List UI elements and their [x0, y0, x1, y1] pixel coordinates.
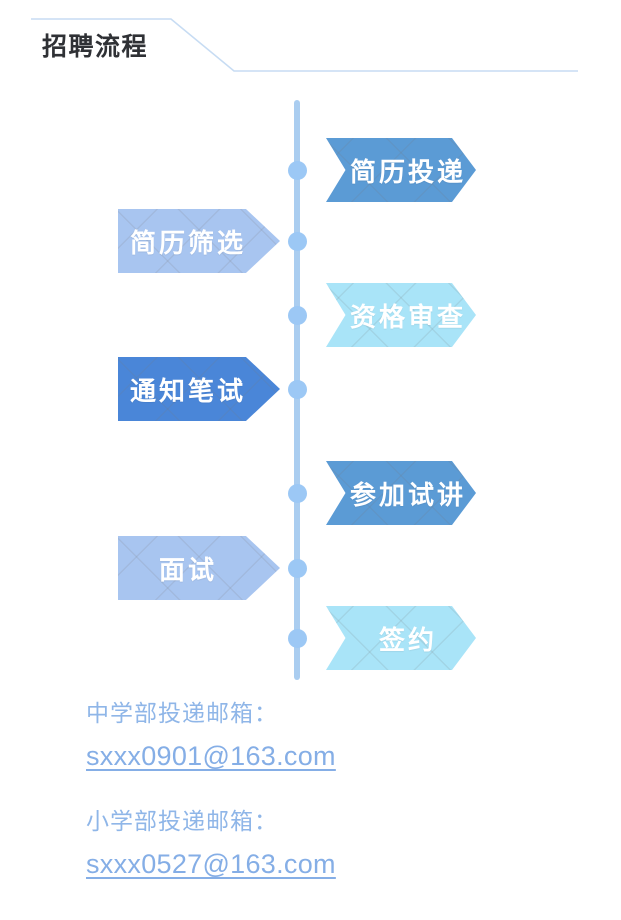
- flow-step-6[interactable]: 面试: [118, 536, 280, 600]
- flow-step-diamond-texture: [118, 357, 280, 421]
- flow-step-arrow-fill: [326, 461, 476, 525]
- flow-step-label: 面试: [158, 554, 217, 585]
- contact-section: 中学部投递邮箱： sxxx0901@163.com 小学部投递邮箱： sxxx0527…: [0, 692, 621, 908]
- page-title: 招聘流程: [42, 33, 149, 61]
- flow-step-4[interactable]: 通知笔试: [118, 357, 280, 421]
- flow-step-label: 简历投递: [349, 156, 466, 187]
- timeline-dot: [287, 483, 307, 503]
- flow-step-5[interactable]: 参加试讲: [326, 461, 476, 525]
- timeline-dot: [287, 160, 307, 180]
- flow-step-label: 参加试讲: [349, 479, 466, 510]
- flow-step-arrow-fill: [326, 606, 476, 670]
- flow-step-arrow-shape: [326, 138, 476, 202]
- flow-step-arrow-shape: [326, 283, 476, 347]
- flow-step-diamond-texture: [326, 606, 476, 670]
- flow-step-arrow-fill: [326, 283, 476, 347]
- flow-step-label: 简历筛选: [129, 227, 246, 258]
- timeline-dot: [287, 231, 307, 251]
- process-timeline: [287, 100, 307, 680]
- timeline-dot: [287, 558, 307, 578]
- flow-step-label: 签约: [378, 624, 437, 655]
- contact-block: 中学部投递邮箱： sxxx0901@163.com: [0, 692, 621, 778]
- timeline-dot: [287, 305, 307, 325]
- flow-step-arrow-shape: [326, 606, 476, 670]
- timeline-dot: [287, 628, 307, 648]
- contact-label: 小学部投递邮箱：: [86, 808, 278, 834]
- flow-step-arrow-fill: [118, 536, 280, 600]
- flow-step-diamond-texture: [118, 536, 280, 600]
- flow-step-arrow-shape: [326, 461, 476, 525]
- flow-step-arrow-shape: [118, 209, 280, 273]
- flow-step-arrow-fill: [118, 357, 280, 421]
- flow-step-arrow-fill: [326, 138, 476, 202]
- contact-email-link[interactable]: sxxx0527@163.com: [86, 849, 336, 879]
- contact-label: 中学部投递邮箱：: [86, 700, 278, 726]
- flow-step-2[interactable]: 简历筛选: [118, 209, 280, 273]
- flow-step-arrow-fill: [118, 209, 280, 273]
- timeline-dot: [287, 379, 307, 399]
- contact-block: 小学部投递邮箱： sxxx0527@163.com: [0, 800, 621, 886]
- flow-step-diamond-texture: [118, 209, 280, 273]
- flow-step-label: 资格审查: [349, 301, 466, 332]
- flow-step-diamond-texture: [326, 283, 476, 347]
- page-header: 招聘流程: [0, 0, 621, 92]
- flow-step-label: 通知笔试: [129, 375, 246, 406]
- flow-step-1[interactable]: 简历投递: [326, 138, 476, 202]
- contact-email-link[interactable]: sxxx0901@163.com: [86, 741, 336, 771]
- flow-step-diamond-texture: [326, 461, 476, 525]
- flow-step-3[interactable]: 资格审查: [326, 283, 476, 347]
- flow-step-7[interactable]: 签约: [326, 606, 476, 670]
- timeline-vertical-line: [294, 100, 300, 680]
- flow-step-diamond-texture: [326, 138, 476, 202]
- flow-step-arrow-shape: [118, 357, 280, 421]
- flow-step-arrow-shape: [118, 536, 280, 600]
